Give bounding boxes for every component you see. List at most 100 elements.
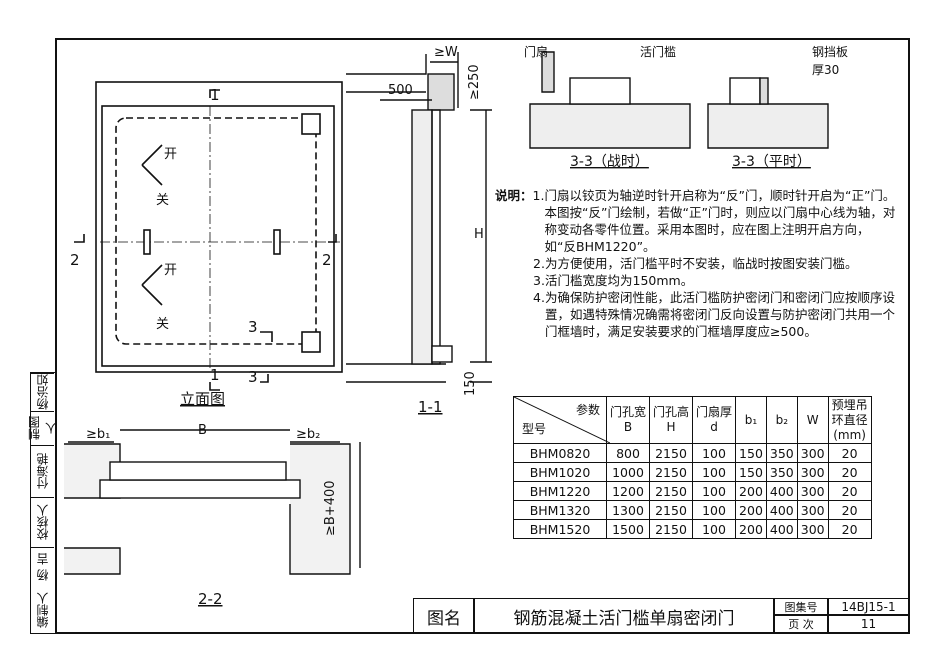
dim-500: 500 [388,83,413,98]
notes-heading: 说明： [495,188,533,203]
section-3-3-drawings: 门扇 活门槛 钢挡板 厚30 3-3（战时） 3-3（平时） [524,44,848,170]
section-1-1-title: 1-1 [418,398,443,416]
table-cell: 1500 [605,519,651,539]
table-cell: 350 [765,462,798,482]
table-cell: 1000 [605,462,651,482]
table-cell: 350 [765,443,798,463]
table-cell: BHM1020 [513,462,607,482]
page-number: 11 [827,614,910,634]
section-mark-1: 1 [210,86,220,104]
table-cell: 150 [735,462,767,482]
note-item: 门扇以铰页为轴逆时针开启称为“反”门，顺时针开启为“正”门。本图按“反”门绘制，… [544,188,896,254]
table-header-row: 参数 型号 门孔宽 B 门孔高 H 门扇厚 d b₁ b₂ W 预埋吊 环直径 … [513,396,872,444]
section-3-3-war-title: 3-3（战时） [570,154,649,170]
note-item: 为方便使用，活门槛平时不安装，临战时按图安装门槛。 [545,256,858,271]
threshold-label: 活门槛 [640,44,676,59]
table-cell: 1200 [605,481,651,501]
note-item: 活门槛宽度均为150mm。 [545,273,694,288]
dim-b400: ≥B+400 [323,480,338,536]
table-cell: 20 [827,481,872,501]
table-header: W [796,396,829,444]
table-cell: 100 [692,443,737,463]
section-2-2-title: 2-2 [198,590,223,608]
table-cell: 800 [605,443,651,463]
sidebar-cell: 杨 吉 [31,547,54,587]
table-cell: 400 [765,500,798,520]
sidebar-cell: 校核人 [31,497,54,547]
sidebar-cell: 杨治如 [31,373,54,411]
table-cell: 150 [735,443,767,463]
title-block: 图名 钢筋混凝土活门槛单扇密闭门 图集号 14BJ15-1 页 次 11 [413,598,910,634]
table-corner-cell: 参数 型号 [513,396,610,444]
table-cell: 300 [796,519,829,539]
table-cell: 100 [692,481,737,501]
table-cell: 400 [765,481,798,501]
table-header: 预埋吊 环直径 (mm) [827,396,872,444]
table-cell: 100 [692,519,737,539]
section-mark-2: 2 [70,251,80,269]
table-cell: 200 [735,481,767,501]
note-item: 为确保防护密闭性能，此活门槛防护密闭门和密闭门应按顺序设置，如遇特殊情况确需将密… [545,290,896,339]
sidebar-cell: 付海艳 [31,445,54,497]
section-mark-1: 1 [210,366,220,384]
table-cell: 300 [796,443,829,463]
open-label: 开 [164,263,177,278]
table-cell: 2150 [649,481,694,501]
table-cell: BHM1520 [513,519,607,539]
table-cell: 20 [827,519,872,539]
drawing-name: 钢筋混凝土活门槛单扇密闭门 [473,598,775,634]
elevation-title: 立面图 [180,390,225,408]
dim-150: 150 [463,371,478,396]
signature-column: 杨治如 制图人 付海艳 校核人 杨 吉 编制人 [28,372,59,634]
table-cell: BHM0820 [513,443,607,463]
sidebar-cell: 编制人 [36,592,50,628]
table-cell: BHM1220 [513,481,607,501]
notes-block: 说明： 1. 门扇以铰页为轴逆时针开启称为“反”门，顺时针开启为“正”门。本图按… [495,187,900,340]
table-cell: 20 [827,500,872,520]
plate-thickness-label: 厚30 [812,63,839,77]
dim-w: ≥W [434,45,458,60]
spec-table: 参数 型号 门孔宽 B 门孔高 H 门扇厚 d b₁ b₂ W 预埋吊 环直径 … [513,396,872,539]
atlas-label: 图集号 [773,598,829,616]
table-cell: 300 [796,462,829,482]
table-cell: 100 [692,462,737,482]
table-header: 门孔宽 B [605,396,651,444]
dim-b2: ≥b₂ [296,427,320,442]
close-label: 关 [156,317,169,332]
section-mark-2: 2 [322,251,332,269]
open-label: 开 [164,147,177,162]
section-3-3-peace-title: 3-3（平时） [732,154,811,170]
atlas-number: 14BJ15-1 [827,598,910,616]
table-header: 门扇厚 d [692,396,737,444]
elevation-drawing: 1 1 2 2 3 3 开 关 开 关 立面图 [70,81,343,408]
dim-h: H [474,227,484,242]
dim-b1: ≥b₁ [86,427,110,442]
table-cell: 200 [735,500,767,520]
table-cell: 300 [796,481,829,501]
table-cell: 300 [796,500,829,520]
table-header: 门孔高 H [649,396,694,444]
section-1-1-drawing: ≥W 500 ≥250 H 150 1-1 [346,45,492,416]
table-header: b₁ [735,396,767,444]
table-header: b₂ [765,396,798,444]
section-2-2-drawing: ≥b₁ B ≥b₂ ≥B+400 2-2 [64,423,361,608]
table-cell: 2150 [649,462,694,482]
section-mark-3: 3 [248,318,258,336]
dim-250: ≥250 [467,64,482,100]
close-label: 关 [156,193,169,208]
sidebar-cell: 制图人 [28,411,59,445]
table-cell: BHM1320 [513,500,607,520]
table-cell: 2150 [649,443,694,463]
table-cell: 2150 [649,519,694,539]
section-mark-3: 3 [248,368,258,386]
table-cell: 200 [735,519,767,539]
table-cell: 400 [765,519,798,539]
table-cell: 1300 [605,500,651,520]
door-leaf-label: 门扇 [524,44,548,59]
table-cell: 20 [827,443,872,463]
table-cell: 2150 [649,500,694,520]
